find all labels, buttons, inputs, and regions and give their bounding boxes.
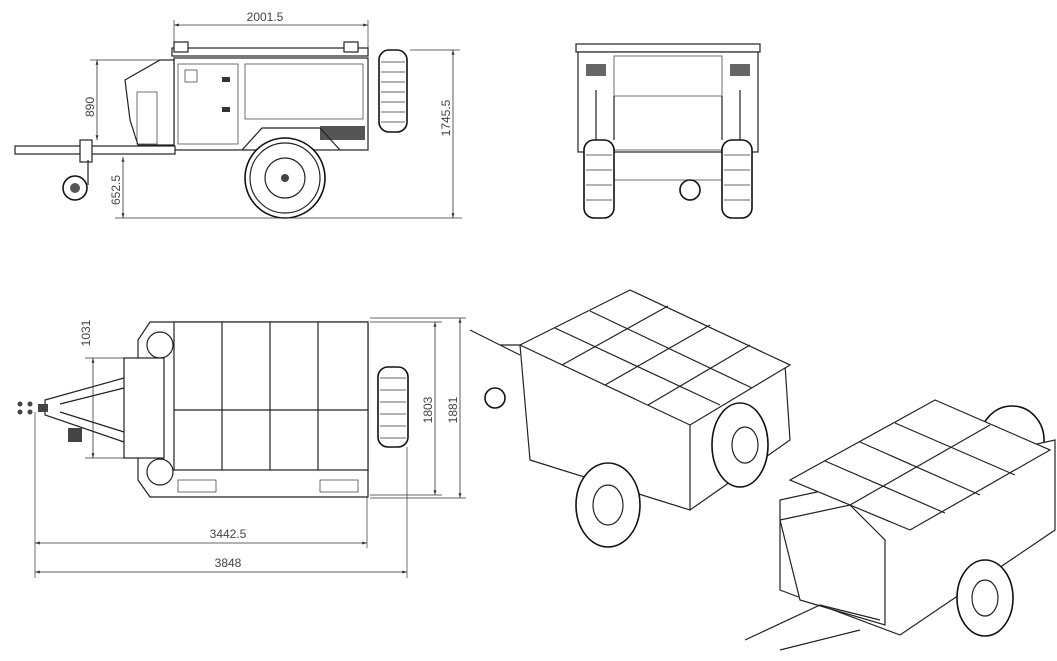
rear-right-tire (721, 139, 753, 219)
isometric-view-rear (469, 289, 792, 548)
spare-tire (378, 49, 408, 133)
dim-body-width-label: 1803 (421, 396, 435, 423)
rear-body (577, 51, 759, 153)
side-view: 2001.5 890 652.5 (14, 10, 462, 219)
iso1-wheel (575, 462, 641, 548)
roof-rack (171, 47, 369, 57)
iso1-spare-tire (711, 402, 769, 488)
rear-jockey-wheel (679, 179, 701, 201)
dim-overall-width-top-label: 1881 (446, 396, 460, 423)
dim-overall-length-label: 3848 (215, 556, 242, 570)
iso2-wheel (956, 559, 1014, 637)
drawbar (14, 145, 176, 155)
dim-hitch-height-label: 890 (83, 97, 97, 117)
dim-overall-height-label: 1745.5 (439, 99, 453, 136)
dim-overall-width-label: 2001.5 (247, 10, 284, 24)
rear-roof-rack (575, 43, 761, 53)
rear-left-tire (583, 139, 615, 219)
side-door (177, 63, 239, 145)
iso2-front-box (779, 504, 886, 626)
iso1-roof (518, 289, 792, 426)
corner-wheel-top (146, 331, 174, 359)
front-box-top (123, 357, 165, 459)
dim-drawbar-width-label: 1031 (79, 319, 93, 346)
roof-panel-grid (174, 322, 368, 470)
a-frame-drawbar (44, 377, 125, 443)
front-storage-box (124, 59, 175, 146)
corner-wheel-bottom (146, 458, 174, 486)
side-hatch (244, 63, 364, 120)
top-spare-tire (377, 366, 409, 448)
fender (241, 127, 341, 151)
top-view: 1031 1803 1881 3442.5 3848 (17, 317, 466, 578)
vent-grille (320, 126, 365, 140)
isometric-view-front (744, 399, 1056, 651)
dim-body-length-label: 3442.5 (210, 527, 247, 541)
rear-view (575, 43, 761, 219)
dim-drawbar-height-label: 652.5 (109, 175, 123, 205)
roof-panels (173, 321, 369, 471)
